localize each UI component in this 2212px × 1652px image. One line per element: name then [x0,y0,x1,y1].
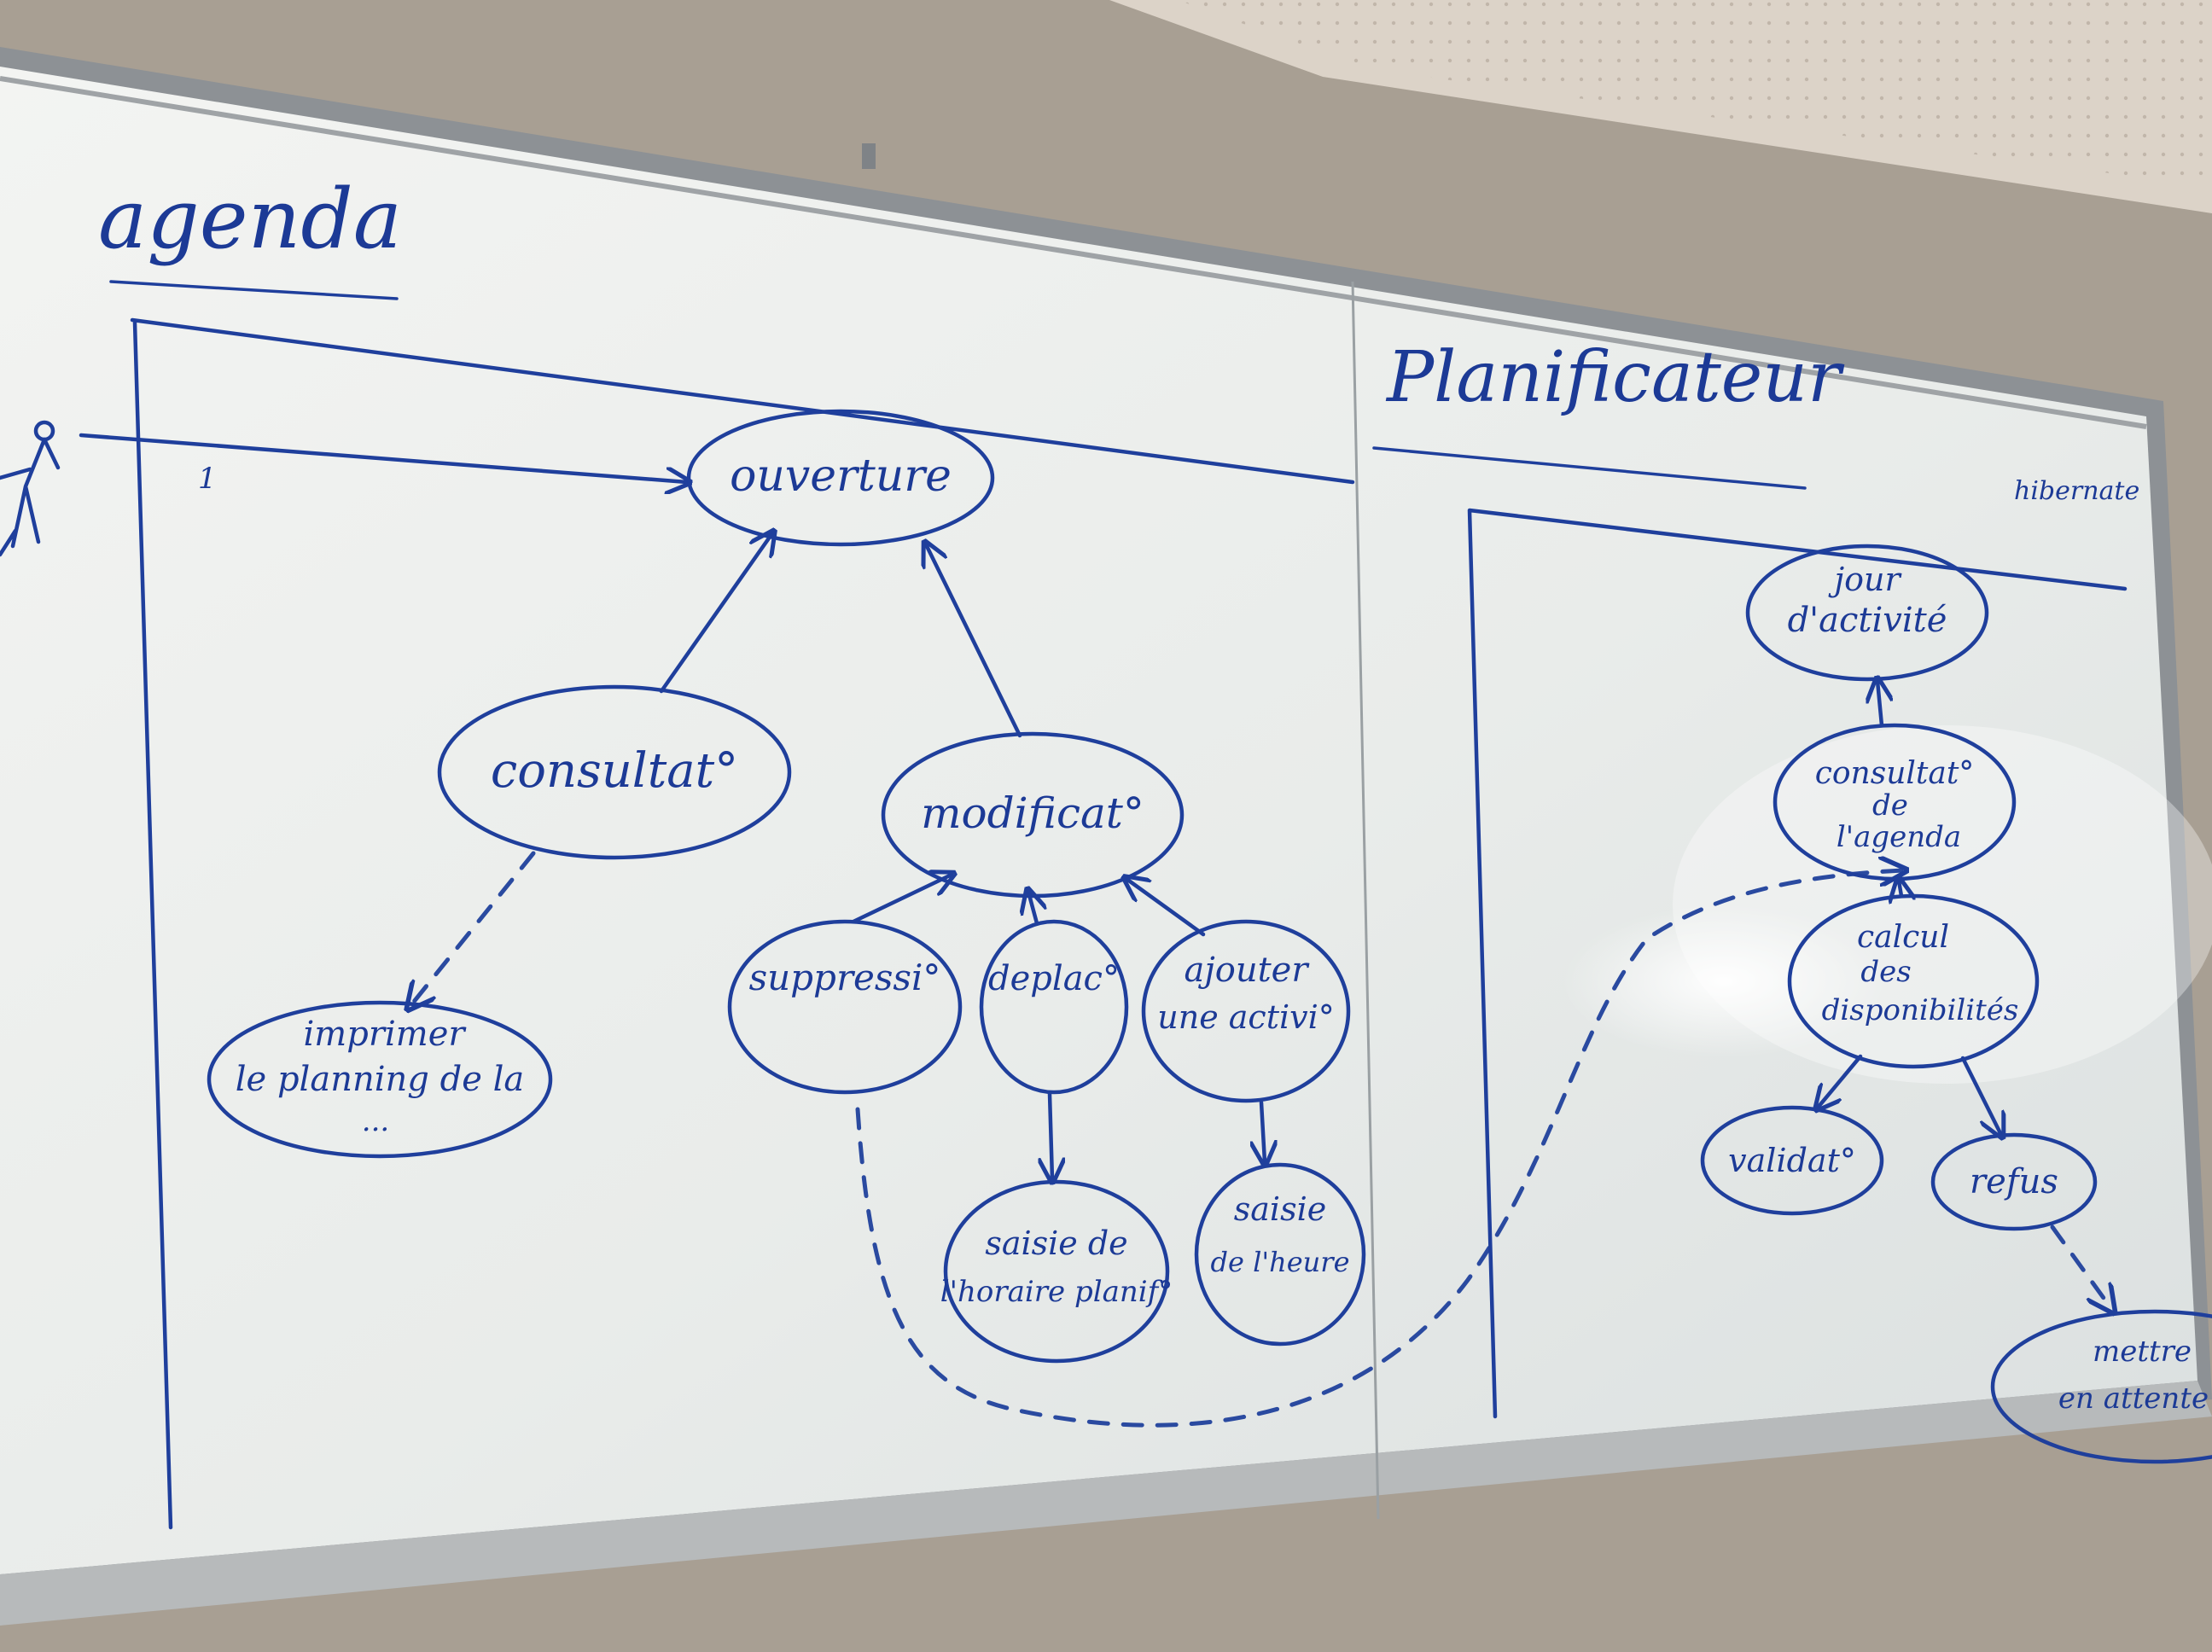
side-note: hibernate [2014,476,2139,506]
node-saisie-heure: saisie de l'heure [1194,1162,1366,1347]
right-title: Planificateur [1385,337,1845,418]
edge-deplacement-saisie [1050,1091,1052,1179]
node-consultation-agenda-line-2: de [1872,788,1908,823]
edge-consultation-imprimer-dashed [410,851,536,1007]
right-title-underline [1372,446,1807,490]
board-surface [0,67,2197,1574]
node-suppression-label: suppressi° [749,957,941,998]
node-refus: refus [1930,1132,2098,1231]
node-deplacement-label: deplac° [988,959,1120,998]
left-title-underline [109,280,399,300]
node-consultation-agenda-line-3: l'agenda [1837,820,1961,854]
node-ouverture: ouverture [686,409,995,547]
edge-calcul-refus [1960,1056,2001,1135]
boundary-mark: 1 [198,462,217,496]
actor-icon [0,420,61,557]
edge-consultation-ouverture [659,533,772,694]
node-consultation: consultat° [437,684,792,860]
node-saisie-heure-line-2: de l'heure [1210,1246,1349,1278]
node-consultation-agenda: consultat° de l'agenda [1773,723,2017,881]
node-imprimer: imprimer le planning de la ... [207,1000,553,1159]
node-validation: validat° [1700,1105,1884,1216]
edge-calcul-validation [1818,1054,1863,1108]
node-ouverture-label: ouverture [730,451,952,502]
edge-consultation-agenda-jour [1877,681,1882,728]
light-glare-soft [1673,725,2212,1084]
node-jour-activite: jour d'activité [1745,544,1989,682]
node-ajouter: ajouter une activi° [1141,919,1351,1103]
node-jour-activite-line-1: jour [1828,561,1902,598]
section-divider [1351,281,1380,1520]
node-mettre-en-attente-line-1: mettre [2093,1335,2192,1369]
node-suppression: suppressi° [727,919,963,1095]
agenda-system-boundary [130,317,1355,1530]
node-consultation-agenda-line-1: consultat° [1815,756,1975,791]
node-validation-label: validat° [1728,1142,1856,1179]
planificateur-system-boundary [1467,508,2128,1419]
node-calcul-line-3: disponibilités [1822,993,2019,1027]
node-calcul-line-1: calcul [1857,920,1949,955]
edge-refus-mettre-en-attente-dashed [2050,1224,2112,1310]
node-ajouter-line-2: une activi° [1157,998,1335,1036]
board-hook [862,143,876,169]
edge-calcul-consultation-agenda [1899,881,1901,896]
node-saisie-horaire-line-2: l'horaire planif° [940,1275,1173,1309]
node-modification-label: modificat° [921,788,1144,838]
node-consultation-label: consultat° [491,743,738,799]
edge-suppression-modification [851,875,952,924]
marker-tray [0,1381,2212,1626]
edge-deplacement-modification [1028,892,1037,926]
node-saisie-horaire-line-1: saisie de [985,1224,1127,1262]
left-title: agenda [98,172,402,267]
node-calcul: calcul des disponibilités [1787,893,2040,1069]
node-mettre-en-attente: mettre en attente [1990,1309,2212,1464]
edge-modification-ouverture [926,544,1022,738]
node-jour-activite-line-2: d'activité [1788,601,1947,640]
node-ajouter-line-1: ajouter [1185,951,1311,990]
node-saisie-horaire: saisie de l'horaire planif° [940,1179,1173,1364]
node-saisie-heure-line-1: saisie [1234,1190,1326,1228]
node-deplacement: deplac° [979,919,1129,1095]
edge-ajouter-modification [1126,879,1206,937]
node-imprimer-line-2: le planning de la [236,1060,524,1099]
edge-ajouter-saisie [1261,1100,1265,1162]
ceiling-dots [1178,0,2212,188]
node-mettre-en-attente-line-2: en attente [2058,1382,2209,1416]
node-imprimer-line-1: imprimer [304,1015,468,1054]
actor-association-line [79,433,687,482]
node-refus-label: refus [1970,1162,2058,1201]
node-imprimer-line-3: ... [362,1104,389,1138]
dashed-include-arc [855,870,1903,1428]
board-top-rail [0,76,2147,429]
node-calcul-line-2: des [1860,955,1911,989]
